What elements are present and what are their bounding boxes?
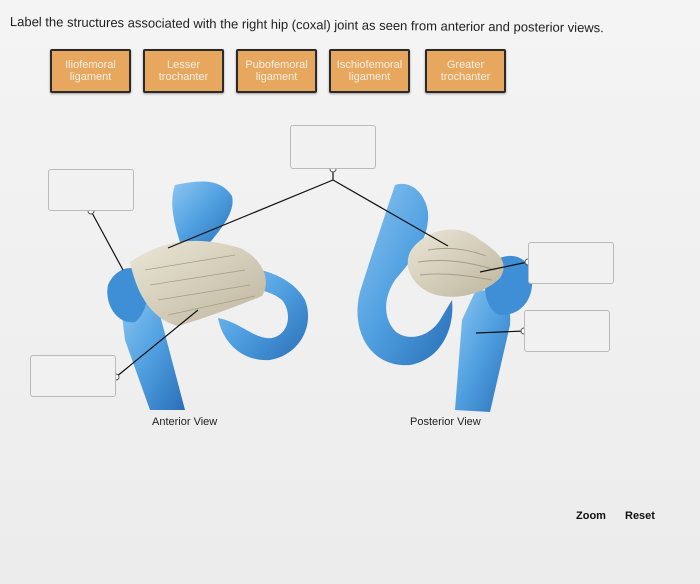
- drop-target-top[interactable]: [290, 125, 376, 169]
- posterior-view-label: Posterior View: [410, 416, 481, 428]
- zoom-button[interactable]: Zoom: [576, 510, 606, 522]
- term-pubofemoral-ligament[interactable]: Pubofemoral ligament: [236, 49, 317, 93]
- drop-target-lower-left[interactable]: [30, 355, 116, 397]
- posterior-view-image: [357, 183, 533, 412]
- leader-lines: [90, 169, 529, 378]
- anterior-view-label: Anterior View: [152, 416, 218, 428]
- drop-target-right-upper[interactable]: [528, 242, 614, 284]
- anterior-view-image: [107, 181, 309, 410]
- reset-button[interactable]: Reset: [625, 510, 655, 522]
- term-lesser-trochanter[interactable]: Lesser trochanter: [143, 49, 224, 93]
- term-iliofemoral-ligament[interactable]: Iliofemoral ligament: [50, 49, 131, 93]
- drop-target-upper-left[interactable]: [48, 169, 134, 211]
- term-greater-trochanter[interactable]: Greater trochanter: [425, 49, 506, 93]
- term-ischiofemoral-ligament[interactable]: Ischiofemoral ligament: [329, 49, 410, 93]
- drop-target-right-lower[interactable]: [524, 310, 610, 352]
